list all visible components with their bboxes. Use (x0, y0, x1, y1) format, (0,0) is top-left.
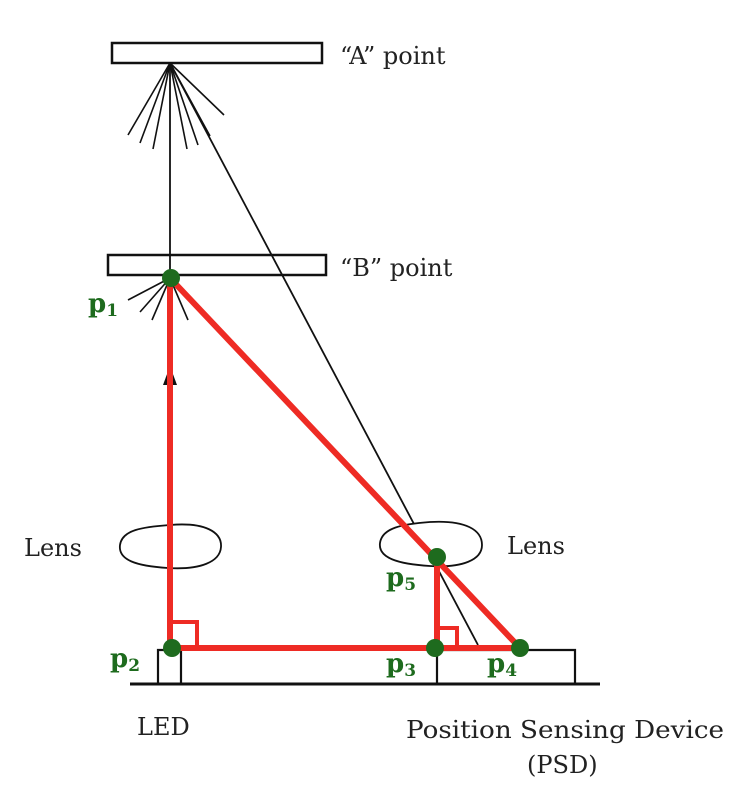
point-labels: p1 p2 p3 p4 p5 (88, 289, 517, 681)
label-p4: p4 (487, 649, 517, 681)
reflector-plate-a (110, 41, 324, 65)
label-point-b: “B” point (340, 254, 453, 282)
label-lens-right: Lens (507, 532, 565, 560)
right-angle-marker-p3 (437, 626, 459, 648)
point-p1 (162, 269, 180, 287)
label-p3: p3 (386, 649, 416, 681)
label-point-a: “A” point (340, 42, 446, 70)
label-p1: p1 (88, 289, 118, 321)
label-psd-line2: (PSD) (527, 751, 598, 779)
point-p5 (428, 548, 446, 566)
label-lens-left: Lens (24, 534, 82, 562)
label-p2: p2 (110, 644, 140, 676)
large-triangle (167, 270, 527, 651)
label-p5: p5 (386, 563, 416, 595)
triangulation-overlay (167, 270, 527, 651)
point-p2 (163, 639, 181, 657)
right-angle-marker-p2 (170, 620, 199, 648)
label-led: LED (137, 713, 190, 741)
point-p3 (426, 639, 444, 657)
label-psd-line1: Position Sensing Device (406, 716, 724, 744)
right-lens (379, 520, 483, 568)
point-p4 (511, 639, 529, 657)
key-points (162, 269, 529, 657)
reflector-plate-b (106, 253, 328, 277)
